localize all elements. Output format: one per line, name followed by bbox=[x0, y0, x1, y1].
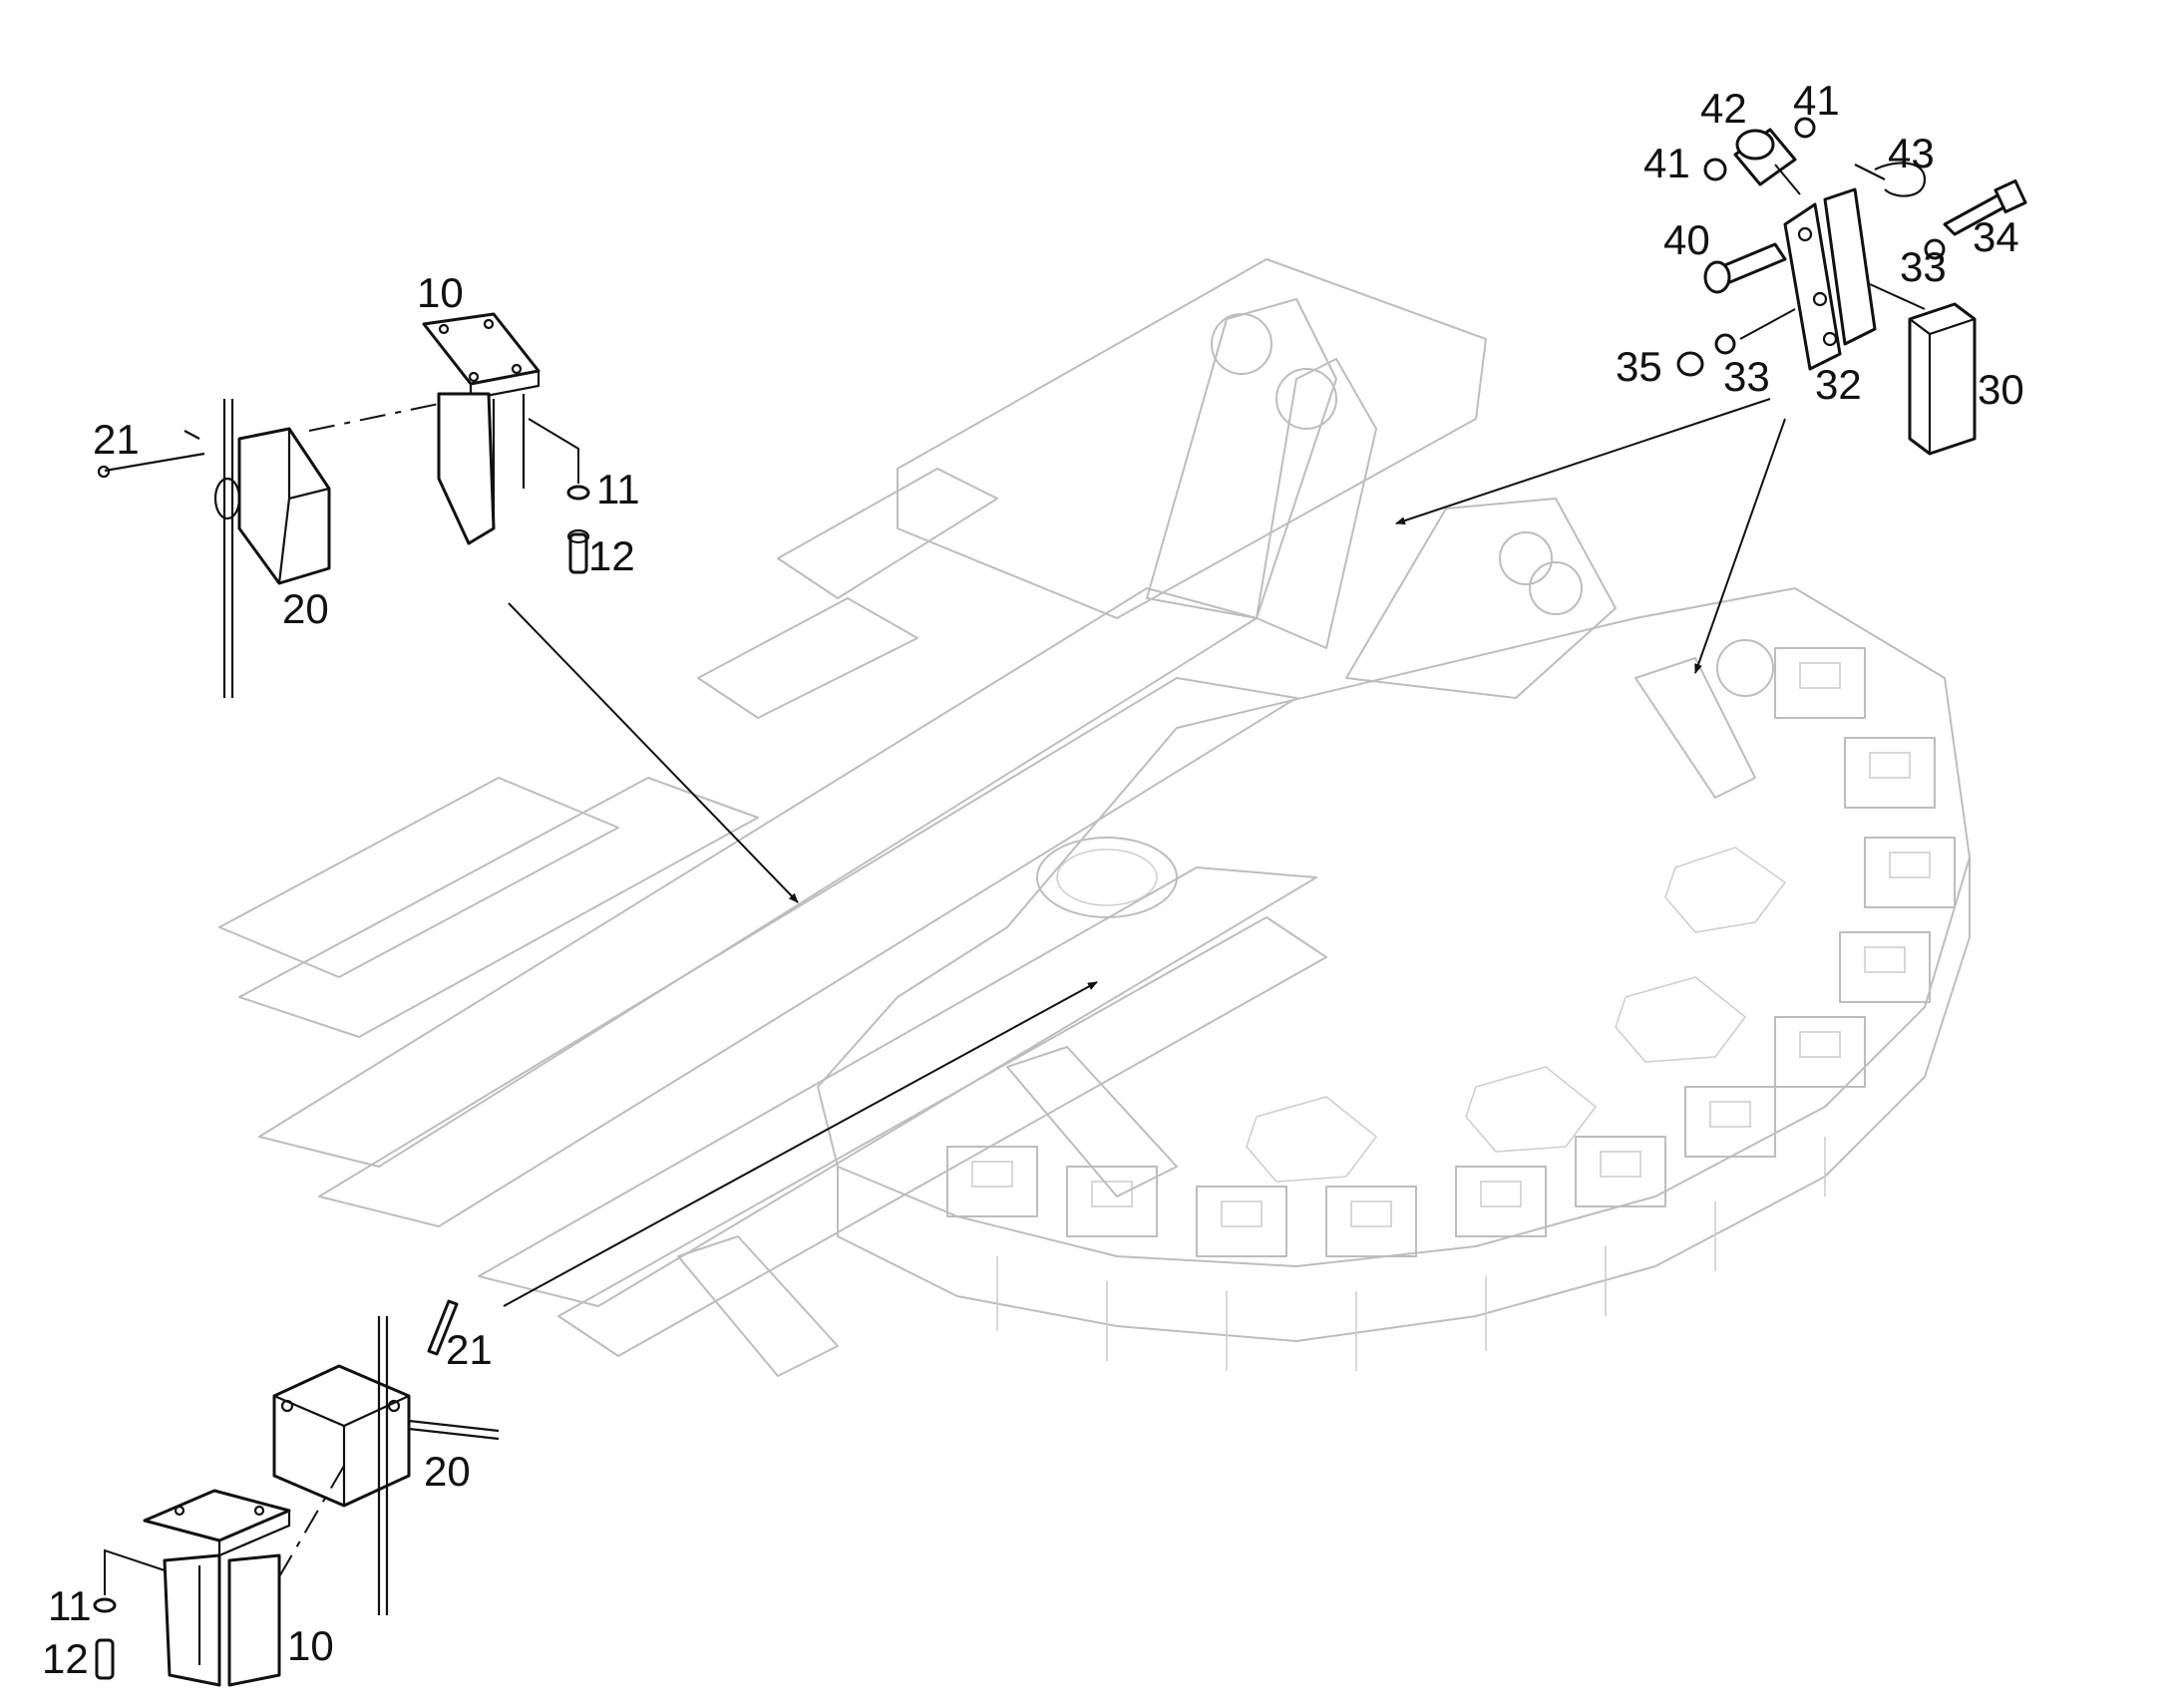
junction-box-20-lower bbox=[272, 1364, 411, 1508]
callout-35: 35 bbox=[1616, 343, 1662, 390]
assembly-bottom-left bbox=[93, 981, 1098, 1687]
clip-43 bbox=[1874, 162, 1927, 197]
block-30 bbox=[1908, 302, 1977, 456]
callout-43: 43 bbox=[1888, 130, 1935, 176]
callout-12-lower: 12 bbox=[42, 1635, 89, 1682]
callout-11-lower: 11 bbox=[48, 1582, 92, 1629]
callout-32: 32 bbox=[1815, 361, 1862, 408]
callout-33-right: 33 bbox=[1900, 243, 1947, 290]
callout-30: 30 bbox=[1978, 366, 2024, 413]
callout-20-upper: 20 bbox=[282, 585, 329, 632]
callout-21-lower: 21 bbox=[446, 1326, 493, 1373]
callout-41-lower: 41 bbox=[1643, 140, 1690, 186]
assembly-top-left bbox=[97, 312, 799, 903]
mounting-plate-10 bbox=[422, 312, 541, 386]
counterweight-blocks bbox=[946, 647, 1956, 1257]
callout-41-upper: 41 bbox=[1793, 77, 1840, 124]
callout-10-lower: 10 bbox=[287, 1622, 334, 1669]
callout-20-lower: 20 bbox=[424, 1448, 471, 1495]
callout-34: 34 bbox=[1973, 213, 2019, 260]
callout-10-upper: 10 bbox=[417, 269, 464, 316]
link-plate-32 bbox=[1783, 202, 1842, 371]
callout-21-upper: 21 bbox=[93, 416, 140, 463]
junction-box-20 bbox=[237, 427, 331, 585]
callout-labels: 42 41 41 43 40 34 33 33 35 32 30 10 21 1… bbox=[42, 77, 2024, 1682]
machine-frame bbox=[218, 258, 1971, 1377]
assembly-top-right bbox=[1395, 117, 2027, 674]
mounting-plate-10-lower bbox=[143, 1489, 291, 1542]
callout-12-upper: 12 bbox=[588, 532, 635, 579]
callout-11-upper: 11 bbox=[596, 466, 640, 512]
callout-42: 42 bbox=[1700, 85, 1747, 132]
callout-40: 40 bbox=[1663, 216, 1710, 263]
callout-33-left: 33 bbox=[1723, 353, 1770, 400]
